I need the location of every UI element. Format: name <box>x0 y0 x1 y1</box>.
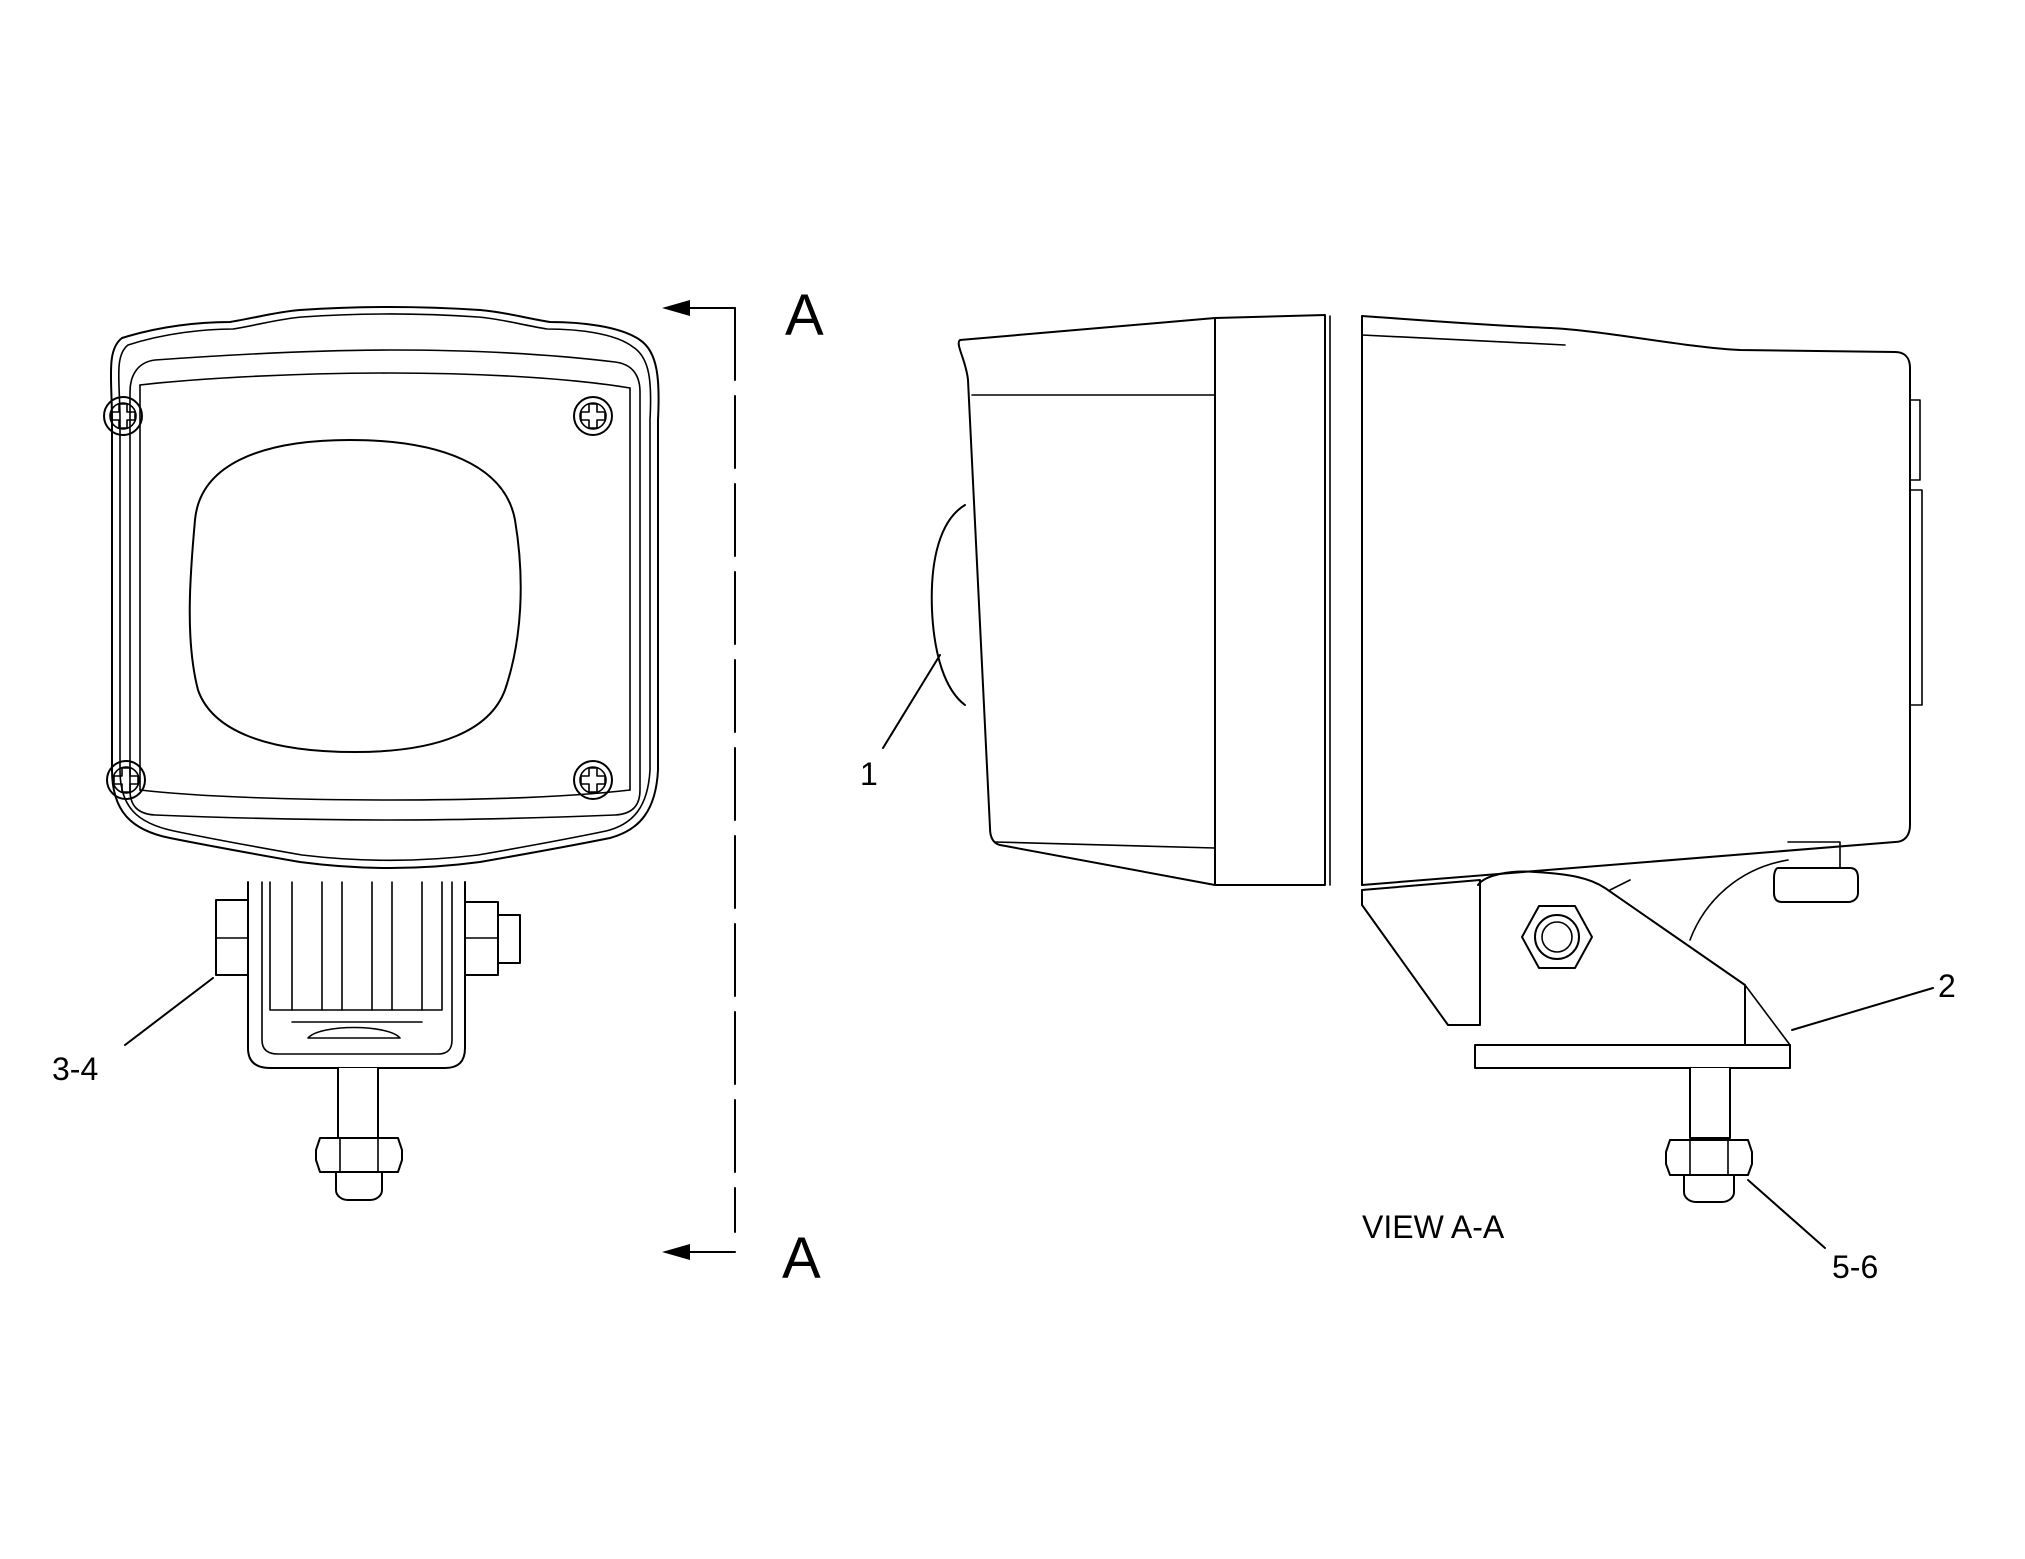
hex-nut-icon <box>315 1137 403 1201</box>
callout-2: 2 <box>1938 968 1956 1004</box>
phillips-screw-icon <box>106 760 146 800</box>
phillips-screw-icon <box>573 760 613 800</box>
section-mark-top: A <box>785 283 824 348</box>
hex-nut-icon <box>1665 1139 1753 1203</box>
section-mark-bottom: A <box>782 1226 821 1291</box>
phillips-screw-icon <box>573 396 613 436</box>
view-caption: VIEW A-A <box>1362 1209 1505 1245</box>
side-view <box>930 314 1923 1203</box>
hex-nut-icon <box>1521 905 1593 969</box>
callout-5-6: 5-6 <box>1832 1249 1878 1285</box>
callout-1: 1 <box>860 756 878 792</box>
phillips-screw-icon <box>103 396 143 436</box>
section-line <box>662 300 736 1260</box>
front-view <box>103 306 660 1201</box>
callout-3-4: 3-4 <box>52 1051 98 1087</box>
leader-lines <box>124 654 1934 1249</box>
